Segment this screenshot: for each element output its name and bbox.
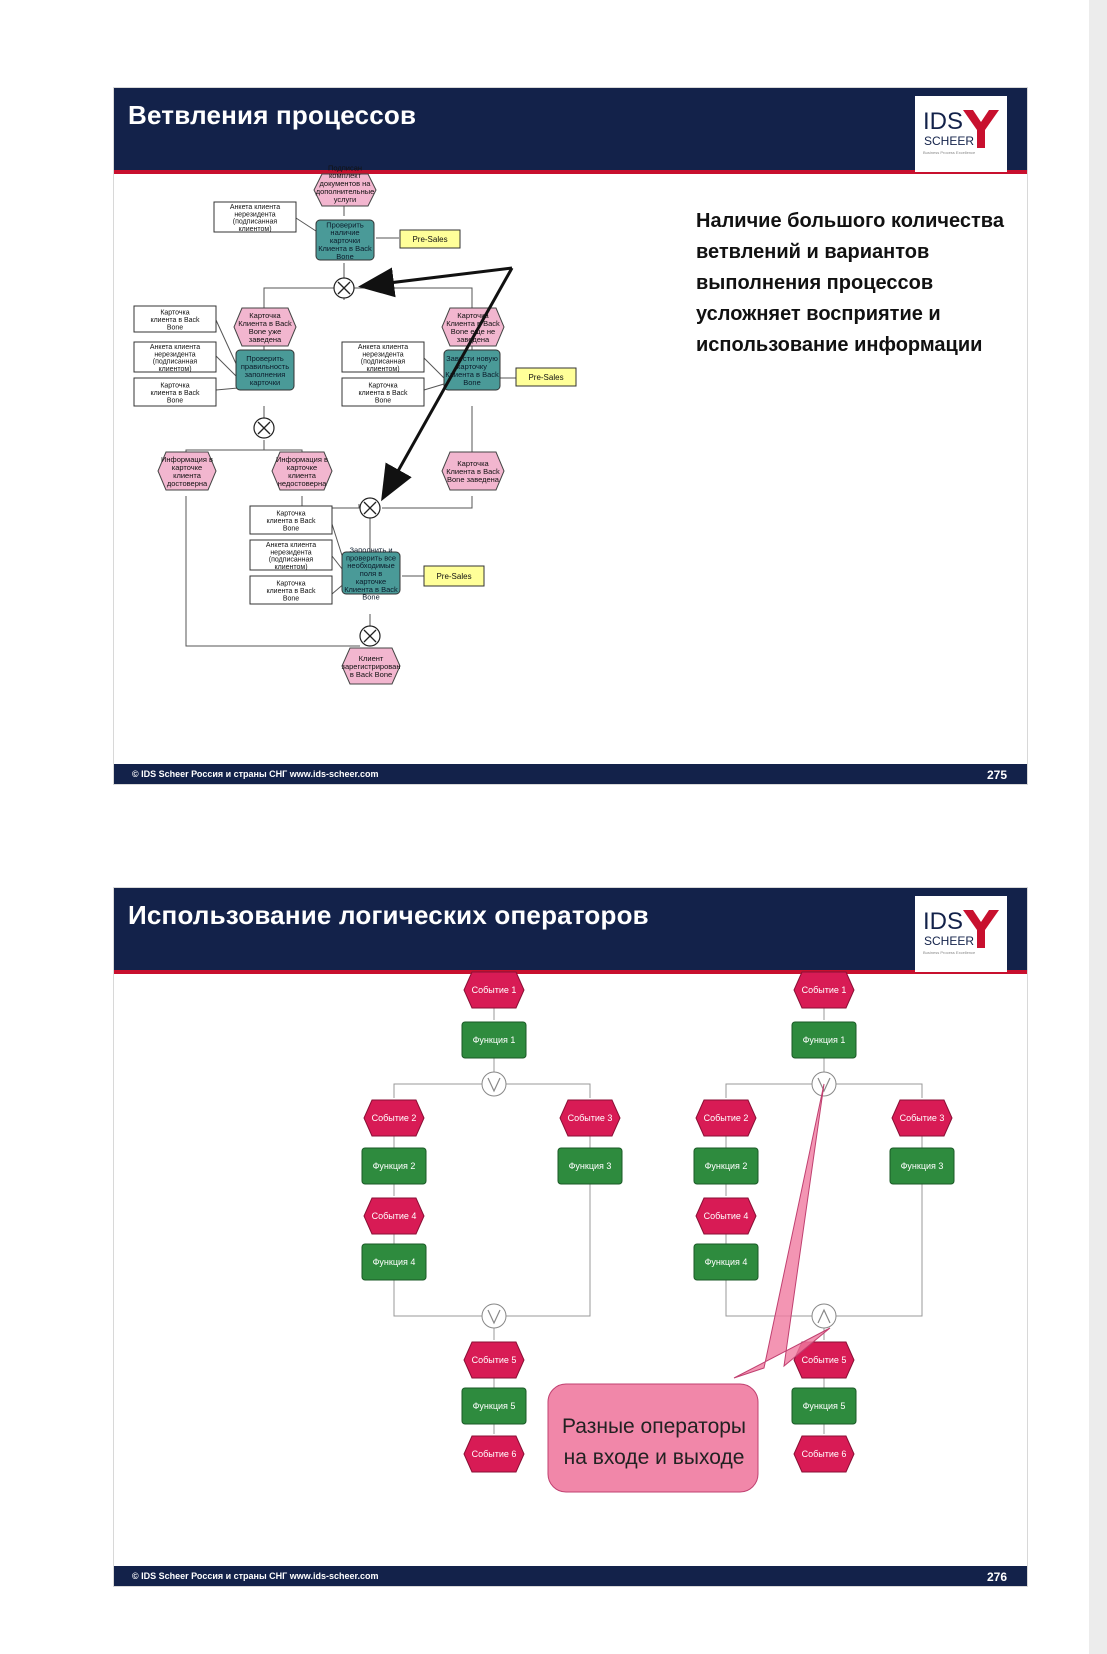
slide-footer: © IDS Scheer Россия и страны СНГ www.ids…	[114, 1566, 1027, 1586]
left-event-4: Событие 4	[372, 1211, 417, 1221]
branching-description: Наличие большого количества ветвлений и …	[696, 210, 1004, 356]
slide-title: Использование логических операторов	[128, 900, 649, 930]
ids-scheer-logo: IDS SCHEER Business Process Excellence	[915, 896, 1007, 972]
callout-different-operators: Разные операторы на входе и выходе	[561, 1415, 747, 1469]
right-function-3: Функция 3	[901, 1161, 944, 1171]
role-presales-1: Pre-Sales	[412, 235, 447, 244]
right-function-5: Функция 5	[803, 1401, 846, 1411]
logo-mark-icon	[963, 910, 999, 948]
left-function-5: Функция 5	[473, 1401, 516, 1411]
slide-title: Ветвления процессов	[128, 100, 417, 130]
epc-diagram-operators: Событие 1 Событие 2 Событие 3 Событие 4 …	[361, 971, 955, 1493]
role-presales-3: Pre-Sales	[436, 572, 471, 581]
left-event-6: Событие 6	[472, 1449, 517, 1459]
page-number: 275	[986, 768, 1007, 782]
right-function-2: Функция 2	[705, 1161, 748, 1171]
right-event-3: Событие 3	[900, 1113, 945, 1123]
page-number: 276	[986, 1570, 1007, 1584]
slide-header: Ветвления процессов IDS SCHEER Business …	[114, 88, 1027, 174]
right-event-2: Событие 2	[704, 1113, 749, 1123]
left-event-1: Событие 1	[472, 985, 517, 995]
left-function-3: Функция 3	[569, 1161, 612, 1171]
page-edge	[1089, 0, 1107, 1654]
right-event-1: Событие 1	[802, 985, 847, 995]
left-event-2: Событие 2	[372, 1113, 417, 1123]
left-event-5: Событие 5	[472, 1355, 517, 1365]
slide-branching: Ветвления процессов IDS SCHEER Business …	[114, 88, 1027, 784]
left-event-3: Событие 3	[568, 1113, 613, 1123]
right-function-4: Функция 4	[705, 1257, 748, 1267]
right-function-1: Функция 1	[803, 1035, 846, 1045]
right-event-4: Событие 4	[704, 1211, 749, 1221]
logo-mark-icon	[963, 110, 999, 148]
ids-scheer-logo: IDS SCHEER Business Process Excellence	[915, 96, 1007, 172]
footer-copyright: © IDS Scheer Россия и страны СНГ www.ids…	[132, 1571, 379, 1581]
slide-logical-operators: Использование логических операторов IDS …	[114, 888, 1027, 1586]
right-event-6: Событие 6	[802, 1449, 847, 1459]
slide-footer: © IDS Scheer Россия и страны СНГ www.ids…	[114, 764, 1027, 784]
role-presales-2: Pre-Sales	[528, 373, 563, 382]
left-function-2: Функция 2	[373, 1161, 416, 1171]
right-event-5: Событие 5	[802, 1355, 847, 1365]
left-function-1: Функция 1	[473, 1035, 516, 1045]
slide-header: Использование логических операторов IDS …	[114, 888, 1027, 974]
footer-copyright: © IDS Scheer Россия и страны СНГ www.ids…	[132, 769, 379, 779]
left-function-4: Функция 4	[373, 1257, 416, 1267]
